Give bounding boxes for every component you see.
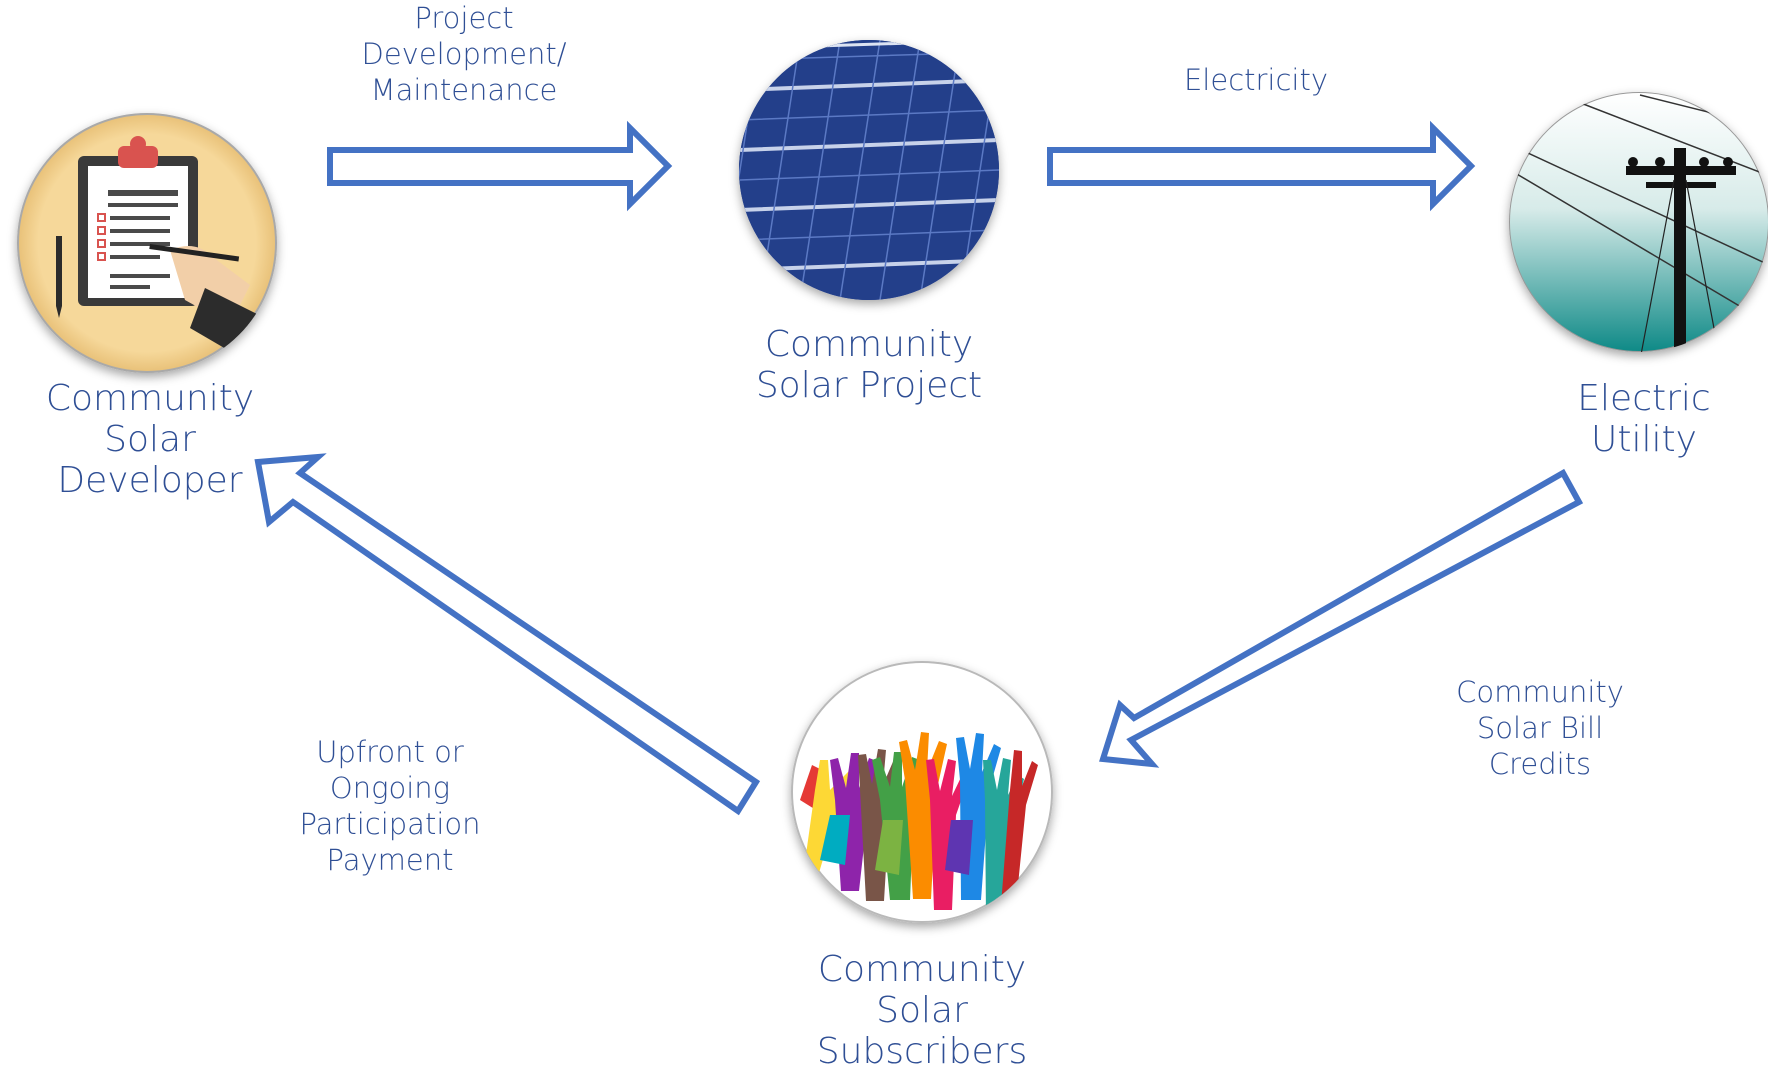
payment-flow-label: Upfront or Ongoing Participation Payment	[299, 735, 481, 877]
development-flow-label: Project Development/ Maintenance	[361, 1, 567, 107]
arrow-payment	[254, 453, 761, 816]
project-node	[739, 40, 999, 300]
developer-label: Community Solar Developer	[45, 378, 255, 501]
bill-credits-flow-label: Community Solar Bill Credits	[1456, 675, 1624, 781]
raised-hands-icon	[800, 732, 1038, 919]
developer-node	[17, 113, 277, 373]
arrow-electricity	[1047, 120, 1476, 212]
arrow-development	[327, 120, 673, 212]
utility-node	[1509, 92, 1768, 352]
subscribers-node	[791, 661, 1053, 923]
utility-label: Electric Utility	[1577, 378, 1711, 460]
power-line-pole-icon	[1509, 94, 1768, 352]
subscribers-label: Community Solar Subscribers	[816, 949, 1028, 1072]
arrow-bill-credits	[1099, 468, 1584, 768]
clipboard-checklist-icon	[56, 136, 265, 363]
electricity-flow-label: Electricity	[1183, 63, 1329, 97]
solar-panel-icon	[739, 40, 999, 300]
project-label: Community Solar Project	[755, 324, 983, 406]
